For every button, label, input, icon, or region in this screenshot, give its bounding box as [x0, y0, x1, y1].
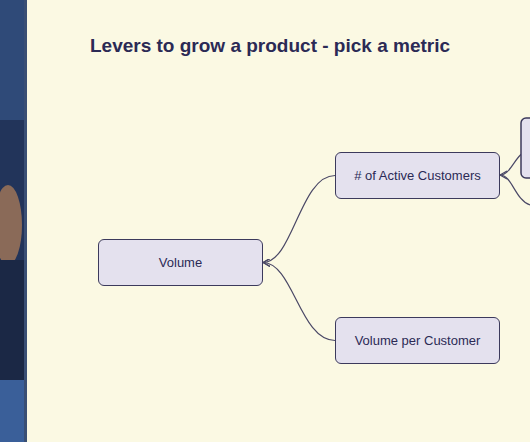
connector-curve [263, 263, 335, 341]
box-label: Volume [159, 255, 202, 270]
process-box: Volume [98, 239, 263, 286]
offscreen-box-edge [521, 118, 530, 178]
process-box: Volume per Customer [335, 317, 500, 364]
connector-curve [263, 176, 335, 263]
box-label: # of Active Customers [354, 168, 480, 183]
video-strip [0, 0, 27, 442]
box-label: Volume per Customer [355, 333, 481, 348]
diagram-title: Levers to grow a product - pick a metric [90, 35, 450, 57]
process-box: # of Active Customers [335, 152, 500, 199]
